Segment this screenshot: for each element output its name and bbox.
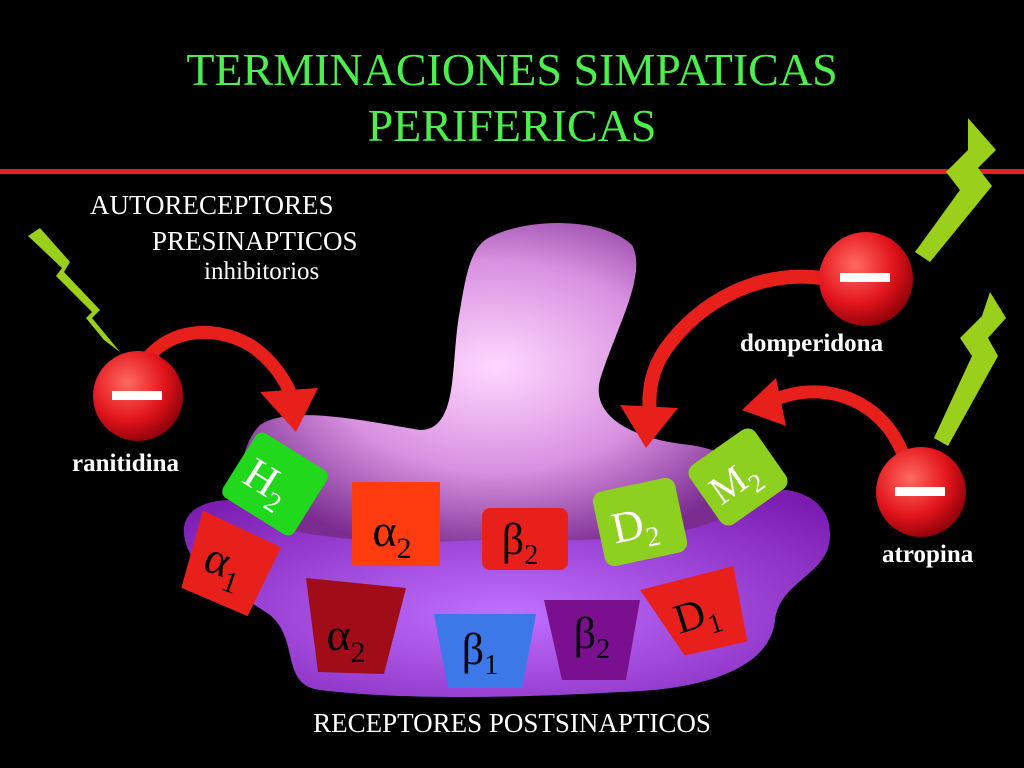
- alpha2-post-symbol: α: [326, 609, 350, 660]
- beta1-symbol: β: [462, 625, 484, 674]
- beta2-pre-sub: 2: [524, 540, 538, 571]
- lightning-bolt-icon: [28, 228, 120, 352]
- d2-sub: 2: [643, 520, 663, 553]
- autoreceptors-line-3: inhibitorios: [204, 258, 320, 285]
- minus-icon: [895, 487, 945, 496]
- drug-label-atropina: atropina: [882, 541, 974, 568]
- presynaptic-terminal: [242, 222, 748, 542]
- inhibitor-ranitidina: [93, 351, 183, 441]
- postsynaptic-receptors-label: RECEPTORES POSTSINAPTICOS: [313, 708, 711, 738]
- inhibition-arrow-ranitidina: [132, 325, 296, 395]
- inhibitor-atropina: [876, 447, 966, 537]
- receptor-alpha2-pre: α2: [352, 482, 440, 566]
- inhibitor-domperidona: [819, 232, 913, 326]
- svg-text:α2: α2: [372, 505, 411, 565]
- arrow-head-icon: [260, 388, 318, 432]
- receptor-d1: D1: [640, 566, 748, 656]
- alpha2-pre-sub: 2: [397, 532, 412, 565]
- alpha2-post-sub: 2: [351, 636, 366, 669]
- beta2-pre-symbol: β: [502, 515, 524, 564]
- title-divider: [0, 169, 1024, 174]
- inhibition-arrow-atropina: [767, 385, 912, 463]
- lightning-bolt-icon: [915, 118, 996, 262]
- arrow-head-icon: [620, 405, 678, 448]
- drug-label-domperidona: domperidona: [740, 330, 884, 357]
- receptor-d2: D2: [592, 477, 688, 567]
- receptor-beta2-pre: β2: [482, 508, 568, 571]
- receptor-m2: M2: [688, 428, 788, 526]
- receptor-h2: H2: [222, 432, 328, 536]
- receptor-beta2-post: β2: [544, 600, 640, 680]
- slide-title: TERMINACIONES SIMPATICAS PERIFERICAS: [0, 42, 1024, 154]
- title-line-1: TERMINACIONES SIMPATICAS: [186, 44, 838, 95]
- minus-icon: [112, 391, 162, 400]
- svg-text:β2: β2: [502, 515, 538, 571]
- receptor-alpha1: α1: [181, 510, 282, 617]
- arrow-head-icon: [742, 378, 786, 426]
- alpha2-pre-symbol: α: [372, 505, 396, 556]
- receptor-beta1: β1: [434, 614, 536, 688]
- autoreceptors-line-1: AUTORECEPTORES: [90, 190, 334, 220]
- minus-icon: [840, 273, 890, 282]
- drug-label-ranitidina: ranitidina: [72, 450, 179, 477]
- inhibition-arrow-domperidona: [642, 269, 823, 416]
- beta2-post-sub: 2: [596, 634, 610, 665]
- lightning-bolt-icon: [934, 292, 1006, 446]
- beta1-sub: 1: [484, 650, 498, 681]
- autoreceptors-line-2: PRESINAPTICOS: [152, 226, 358, 256]
- svg-text:β2: β2: [574, 609, 610, 665]
- svg-text:β1: β1: [462, 625, 498, 681]
- svg-text:α2: α2: [326, 609, 365, 669]
- beta2-post-symbol: β: [574, 609, 596, 658]
- receptor-alpha2-post: α2: [306, 578, 406, 674]
- title-line-2: PERIFERICAS: [367, 100, 657, 151]
